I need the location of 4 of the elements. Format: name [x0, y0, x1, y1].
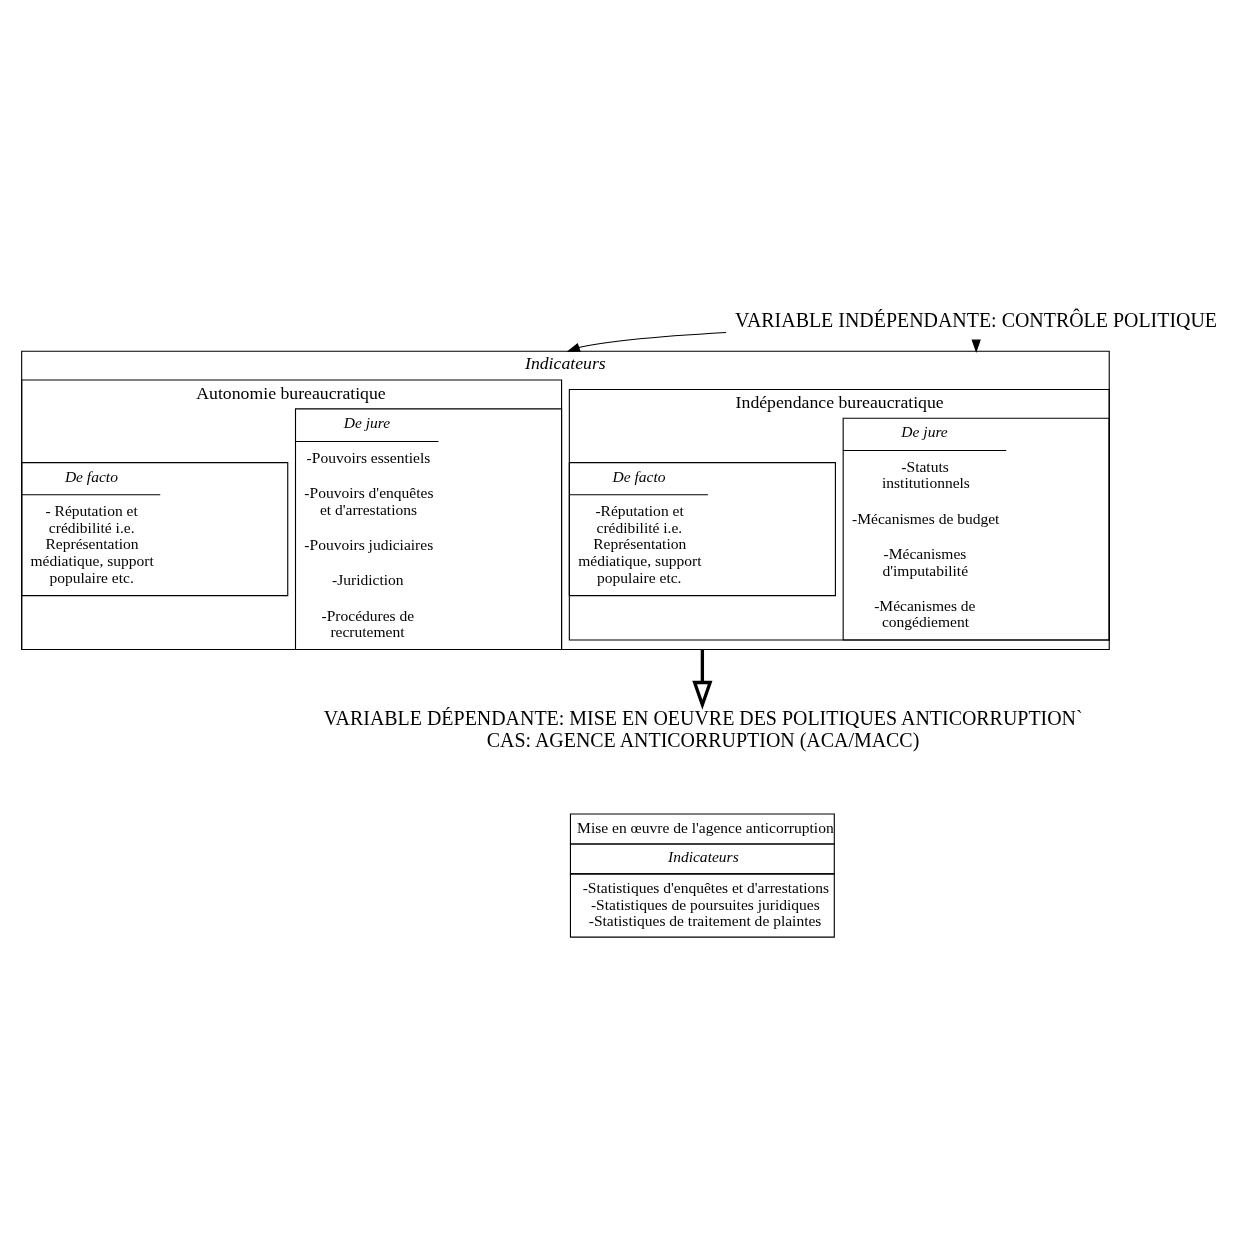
- node-text: VARIABLE INDÉPENDANTE: CONTRÔLE POLITIQUE: [735, 308, 1218, 331]
- arrow: [566, 331, 727, 352]
- node-text: VARIABLE DÉPENDANTE: MISE EN OEUVRE DES POLITIQUES ANTICORRUPTION` CAS: AGENCE ANTICORRUPTION (ACA/MACC): [323, 706, 1083, 751]
- arrow: [692, 648, 713, 710]
